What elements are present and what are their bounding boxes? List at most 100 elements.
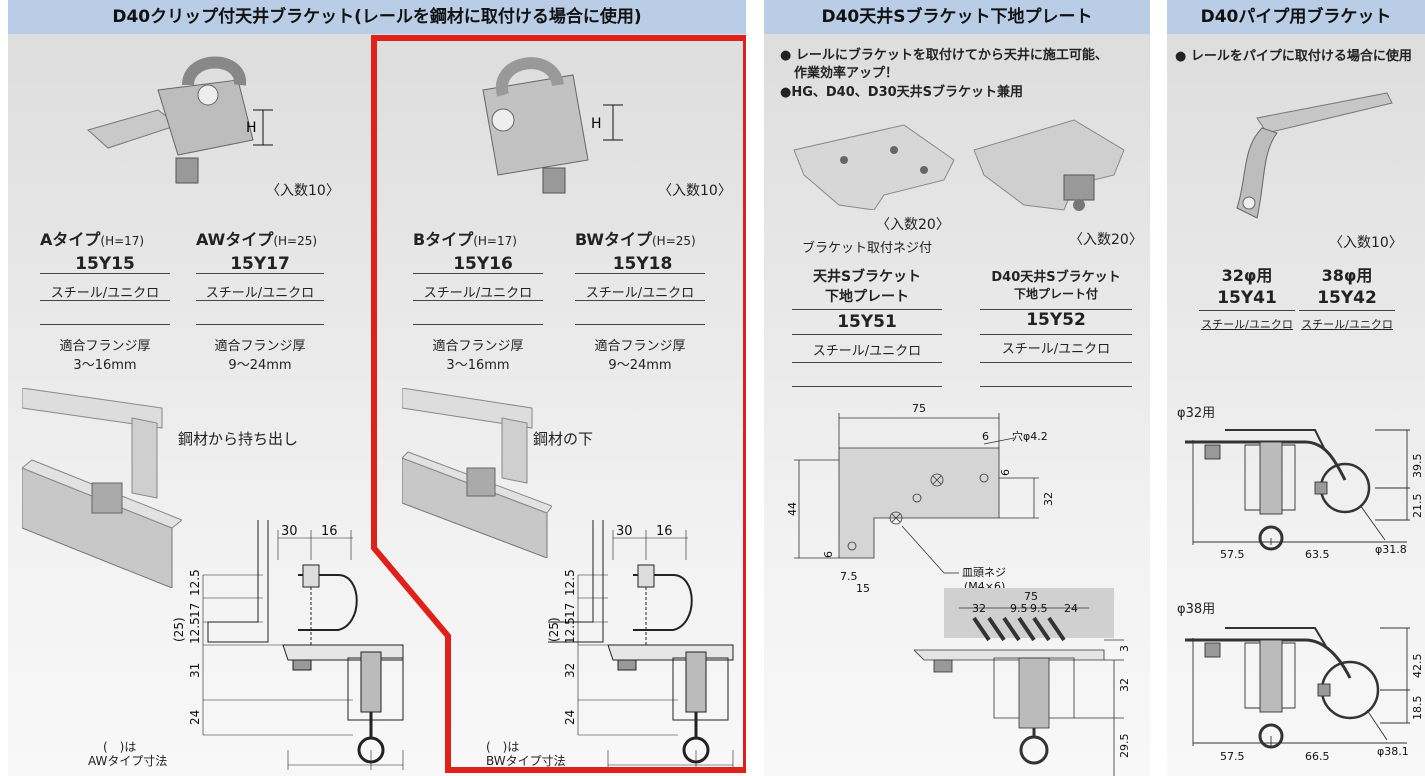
dim-paren: (25) (172, 617, 186, 642)
dim-h2: 29.5 (1118, 734, 1131, 759)
item-name: 32φ用 (1221, 266, 1273, 285)
type-h: (H=25) (273, 234, 318, 248)
qty: 〈入数10〉 (1329, 235, 1403, 251)
panel-header: D40パイプ用ブラケット (1167, 0, 1425, 34)
pipe-bracket-photo (1236, 92, 1393, 219)
dim-right-off: 6 (999, 469, 1012, 476)
item-15y51: 天井Sブラケット 下地プレート 15Y51 スチール/ユニクロ (792, 266, 942, 387)
dim-hole-off: 6 (982, 430, 989, 443)
dim-bot2: 22 (706, 774, 723, 775)
flange-range: 3〜16mm (73, 358, 137, 373)
install-label-b: 鋼材の下 (533, 430, 594, 448)
part-code: 15Y18 (612, 254, 673, 274)
dim-v3: 12.5 (563, 617, 577, 644)
dim-c: 57.5 (1220, 548, 1245, 561)
dim-v1: 12.5 (188, 569, 202, 596)
panel-header: D40天井Sブラケット下地プレート (764, 0, 1150, 34)
screw-note: ブラケット取付ネジ付 (802, 241, 933, 256)
item-name-2: 下地プレート (825, 289, 909, 305)
panel-header: D40クリップ付天井ブラケット(レールを鋼材に取付ける場合に使用) (8, 0, 746, 34)
type-name: Bタイプ (413, 230, 474, 249)
type-h: (H=25) (651, 234, 696, 248)
dim-top1: 30 (281, 524, 298, 539)
d32-title: φ32用 (1177, 406, 1216, 421)
dimension-drawing-b: 30 16 58 22 12.5 17 12.5 32 24 (25) (548, 520, 734, 775)
dim-b: 9.5 (1010, 602, 1028, 615)
dim-right-h: 32 (1042, 492, 1055, 506)
part-code: 15Y41 (1217, 288, 1277, 308)
dimension-drawing-a: 30 16 61 22 12.5 17 12.5 31 24 (25) (172, 520, 404, 775)
material: スチール/ユニクロ (1001, 342, 1111, 357)
dim-c: 9.5 (1030, 602, 1048, 615)
base-plate-photo-1 (793, 124, 955, 210)
material: スチール/ユニクロ (1301, 318, 1393, 331)
qty-a: 〈入数10〉 (266, 183, 340, 199)
install-photo-a (22, 388, 182, 588)
dim-bot1: 61 (323, 774, 340, 775)
plate-dimension-drawing: 75 44 6 穴φ4.2 6 32 6 7.5 15 皿頭ネジ (M4×6) (786, 402, 1055, 595)
part-code: 15Y15 (75, 254, 135, 274)
note-a-1: ( )は (103, 740, 137, 754)
dim-c: 57.5 (1220, 750, 1245, 763)
dim-bl-x: 7.5 (840, 570, 858, 583)
dim-top2: 16 (656, 524, 673, 539)
dim-dia: φ31.8 (1375, 543, 1407, 556)
bullet-2: ●HG、D40、D30天井Sブラケット兼用 (780, 85, 1024, 100)
dim-dia: φ38.1 (1377, 745, 1409, 758)
type-h: (H=17) (100, 234, 145, 248)
plate-side-drawing: 75 32 9.5 9.5 24 3 32 29.5 (914, 588, 1131, 776)
pipe-38-drawing: 57.5 66.5 φ38.1 42.5 18.5 (1185, 627, 1424, 763)
dim-bot2: 22 (378, 774, 395, 775)
item-name-1: D40天井Sブラケット (991, 270, 1121, 285)
material: スチール/ユニクロ (205, 286, 315, 301)
type-b: Bタイプ(H=17) 15Y16 スチール/ユニクロ 適合フランジ厚 3〜16m… (413, 226, 553, 373)
item-name: 38φ用 (1321, 266, 1373, 285)
dim-bl-x2: 15 (856, 582, 870, 595)
item-name-1: 天井Sブラケット (812, 269, 922, 285)
flange-label: 適合フランジ厚 (594, 339, 686, 354)
qty-2: 〈入数20〉 (1069, 232, 1143, 248)
dim-d: 24 (1064, 602, 1078, 615)
dim-top2: 16 (321, 524, 338, 539)
bullet-1a: ● レールにブラケットを取付けてから天井に施工可能、 (780, 48, 1108, 63)
dim-b: 21.5 (1411, 494, 1424, 519)
h-label: H (591, 116, 602, 132)
dim-v2: 17 (188, 603, 202, 618)
clip-bracket-b-photo: H (482, 57, 623, 194)
dim-w: 75 (912, 402, 926, 415)
material: スチール/ユニクロ (1201, 318, 1293, 331)
part-code: 15Y16 (453, 254, 513, 274)
material: スチール/ユニクロ (585, 286, 695, 301)
dim-v1: 12.5 (563, 569, 577, 596)
h-label: H (246, 120, 257, 136)
flange-label: 適合フランジ厚 (432, 339, 524, 354)
dim-d: 63.5 (1305, 548, 1330, 561)
item-15y52: D40天井Sブラケット 下地プレート付 15Y52 スチール/ユニクロ (980, 266, 1132, 387)
item-15y42: 38φ用 15Y42 スチール/ユニクロ (1299, 262, 1395, 332)
dim-t: 3 (1118, 645, 1131, 652)
type-a: Aタイプ(H=17) 15Y15 スチール/ユニクロ 適合フランジ厚 3〜16m… (40, 226, 170, 373)
install-photo-b (402, 388, 552, 558)
dim-a: 42.5 (1411, 654, 1424, 679)
part-code: 15Y52 (1026, 310, 1086, 330)
dim-bl-off: 6 (822, 551, 835, 558)
qty-b: 〈入数10〉 (658, 183, 732, 199)
type-bw: BWタイプ(H=25) 15Y18 スチール/ユニクロ 適合フランジ厚 9〜24… (575, 226, 710, 373)
clip-bracket-a-photo: H (86, 56, 273, 184)
dim-v4: 31 (188, 663, 202, 678)
part-code: 15Y17 (230, 254, 290, 274)
note-a-2: AWタイプ寸法 (88, 754, 168, 768)
dim-a: 32 (972, 602, 986, 615)
dim-bot1: 58 (646, 774, 663, 775)
dim-v2: 17 (563, 603, 577, 618)
flange-range: 9〜24mm (608, 358, 672, 373)
type-aw: AWタイプ(H=25) 15Y17 スチール/ユニクロ 適合フランジ厚 9〜24… (196, 226, 324, 373)
dim-v5: 24 (563, 710, 577, 725)
base-plate-photo-2 (973, 119, 1125, 211)
bullet: ● レールをパイプに取付ける場合に使用 (1175, 49, 1412, 64)
dim-v5: 24 (188, 710, 202, 725)
panel-pipe-bracket: D40パイプ用ブラケット ● レールをパイプに取付ける場合に使用 〈入数10〉 … (1167, 0, 1425, 776)
type-name: AWタイプ (196, 230, 274, 249)
flange-range: 9〜24mm (228, 358, 292, 373)
bullet-1b: 作業効率アップ！ (794, 66, 899, 81)
